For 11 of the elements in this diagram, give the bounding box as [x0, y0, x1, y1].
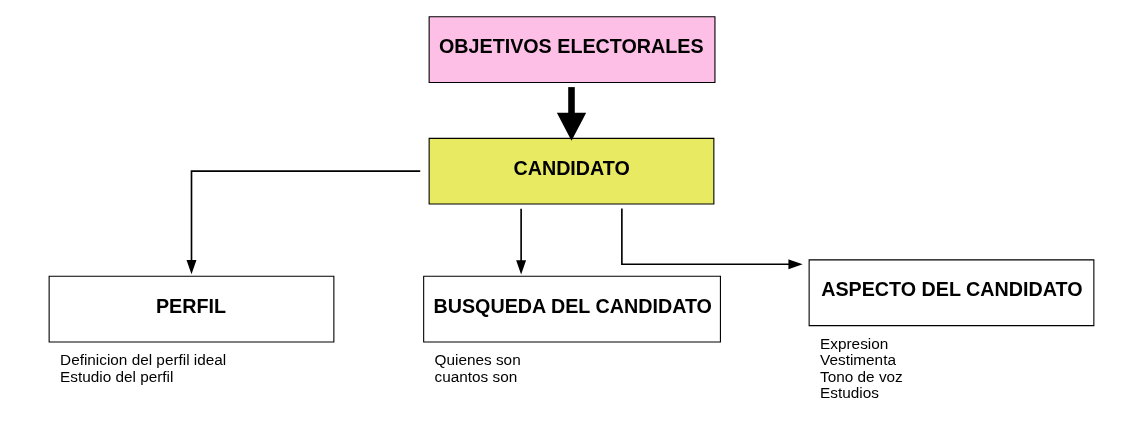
node-label: Vestimenta: [820, 351, 896, 369]
node-label: cuantos son: [434, 367, 518, 385]
node-label: Expresion: [820, 334, 889, 352]
arrow: [516, 207, 527, 275]
node-label: Estudios: [820, 384, 879, 402]
node-label: Estudio del perfil: [60, 367, 174, 385]
arrow: [621, 207, 803, 270]
arrow: [186, 170, 422, 275]
node-label: Tono de voz: [820, 367, 903, 385]
node-label: Definicion del perfil ideal: [60, 351, 227, 369]
node-label: Quienes son: [434, 351, 521, 369]
